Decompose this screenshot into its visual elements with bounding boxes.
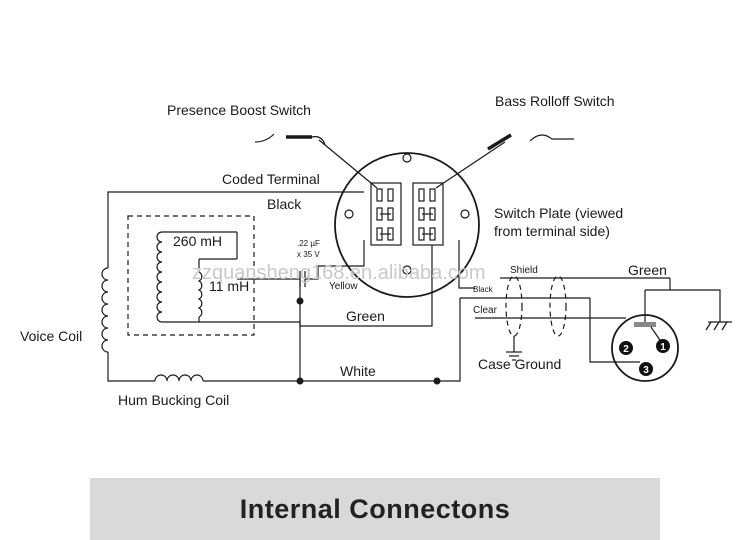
coil-11mh [197,271,203,318]
presence-boost-switch-symbol [254,133,326,146]
label-260mh: 260 mH [173,233,222,249]
plate-hole-top [402,153,412,163]
label-switch-plate-2: from terminal side) [494,223,610,239]
label-yellow: Yellow [329,281,358,292]
label-hum-bucking-coil: Hum Bucking Coil [118,392,229,408]
bass-rolloff-switch-terminals [412,182,444,246]
label-presence-boost-switch: Presence Boost Switch [167,102,311,118]
transformer [127,215,255,336]
label-coded-terminal: Coded Terminal [222,171,320,187]
label-11mh: 11 mH [209,278,249,294]
label-cap-voltage: x 35 V [297,250,320,259]
plate-hole-right [460,209,470,219]
voice-coil [101,267,109,353]
hum-bucking-coil [154,374,204,382]
green-wire-mid [299,245,433,327]
xlr-outline [611,314,679,382]
pin-2 [619,341,633,355]
yellow-wire [305,240,365,280]
caption-bar: Internal Connectons [90,478,660,540]
label-green-right: Green [628,262,667,278]
label-green-mid: Green [346,308,385,324]
xlr-connector: 1 2 3 [611,314,679,382]
bass-switch-pointer [435,141,506,189]
pin-1-label: 1 [660,342,666,353]
switch-plate [318,139,506,298]
label-cap-value: .22 µF [297,239,320,248]
pin-1 [656,339,670,353]
label-voice-coil: Voice Coil [20,328,82,344]
presence-switch-pointer [318,139,378,189]
label-black-cable: Black [473,285,494,294]
bass-rolloff-switch-symbol [487,133,574,151]
plate-hole-bottom [402,265,412,275]
plate-hole-left [344,209,354,219]
pin-3 [639,362,653,376]
label-switch-plate-1: Switch Plate (viewed [494,205,623,221]
label-shield: Shield [510,265,538,276]
white-wire [300,298,461,382]
label-black-top: Black [267,196,302,212]
caption-title: Internal Connectons [239,493,511,524]
label-white: White [340,363,376,379]
label-clear: Clear [473,305,498,316]
transformer-core-outline [127,215,255,336]
pin-3-label: 3 [643,365,649,376]
pin-2-label: 2 [623,344,629,355]
xlr-key [634,322,656,327]
watermark: zzquansheng168.en.alibaba.com [192,262,486,284]
label-case-ground: Case Ground [478,356,561,372]
coil-260mh [156,231,163,323]
label-bass-rolloff-switch: Bass Rolloff Switch [495,93,615,109]
presence-switch-terminals [370,182,402,246]
wires [107,191,732,385]
switch-plate-outline [334,152,480,298]
